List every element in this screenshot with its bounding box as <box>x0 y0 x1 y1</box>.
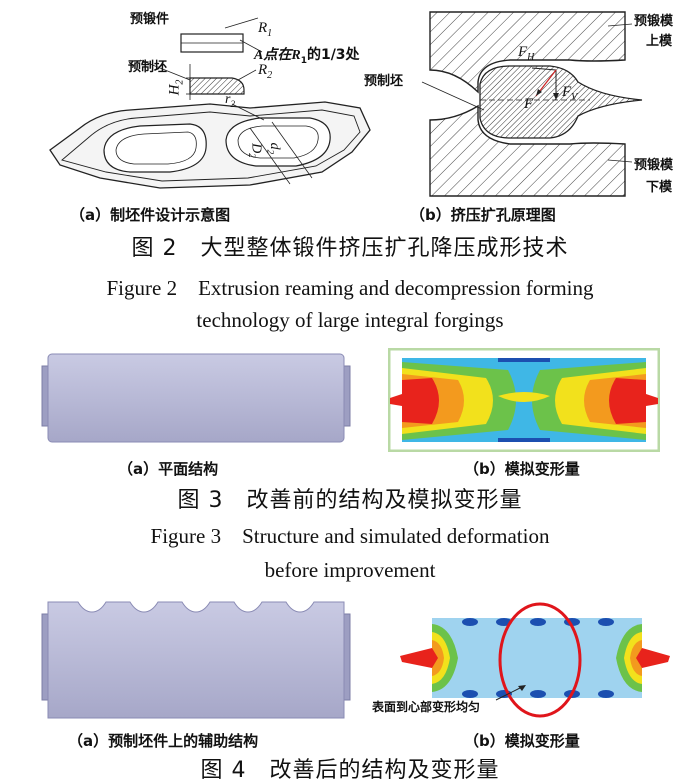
fig4-caption-cn: 图 4 改善后的结构及变形量 <box>200 758 500 783</box>
label-fh: FH <box>518 44 535 63</box>
label-r2: R2 <box>258 62 273 81</box>
sim4-l-red-region <box>400 648 438 668</box>
label-big-d2: D2 <box>246 143 264 158</box>
fig3-caption-cn: 图 3 改善前的结构及模拟变形量 <box>177 488 523 513</box>
label-die-upper-2: 上模 <box>646 34 673 49</box>
sim3-ext-left-region <box>390 394 402 406</box>
blank-with-notches <box>47 601 345 719</box>
fig3-subcaption-a: （a）平面结构 <box>118 460 219 478</box>
upper-die <box>429 11 626 94</box>
label-f: F <box>524 96 534 112</box>
sim4-bg-region <box>432 618 642 698</box>
sim3-edge-top-region <box>498 358 550 362</box>
fig3b-simulation <box>388 348 660 452</box>
lower-die <box>429 104 626 197</box>
fig3-subcaption-b: （b）模拟变形量 <box>464 460 580 478</box>
fig2-subcaption-b: （b）挤压扩孔原理图 <box>410 206 556 224</box>
label-r1: R1 <box>258 20 273 39</box>
label-die-lower-1: 预锻模 <box>634 158 674 173</box>
fig2-caption-en-line1: Figure 2 Extrusion reaming and decompres… <box>106 276 594 300</box>
fig4-annotation: 表面到心部变形均匀 <box>372 700 481 714</box>
fig4-subcaption-a: （a）预制坯件上的辅助结构 <box>68 732 259 750</box>
fig3-caption-en-line2: before improvement <box>264 558 436 582</box>
fig4a-auxiliary-structure <box>41 601 351 719</box>
label-preform-b: 预制坯 <box>364 74 404 89</box>
fig2a-forging-drawing <box>49 17 371 189</box>
label-preforging: 预锻件 <box>130 12 170 27</box>
label-small-r2: r2 <box>225 92 235 109</box>
label-preform: 预制坯 <box>128 60 168 75</box>
fig3-caption-en-line1: Figure 3 Structure and simulated deforma… <box>150 524 550 548</box>
fig4-subcaption-b: （b）模拟变形量 <box>464 732 580 750</box>
right-pocket <box>225 117 331 167</box>
sim3-edge-bot-region <box>498 438 550 442</box>
fig4b-simulation <box>400 602 670 718</box>
label-die-upper-1: 预锻模 <box>634 14 674 29</box>
preform-b <box>479 65 643 139</box>
fig2-caption-en-line2: technology of large integral forgings <box>196 308 504 332</box>
label-fv: FV <box>562 84 578 103</box>
left-pocket <box>103 123 207 173</box>
sim3-red-region <box>402 378 646 424</box>
fig2-subcaption-a: （a）制坯件设计示意图 <box>70 206 231 224</box>
label-die-lower-2: 下模 <box>646 180 673 195</box>
preform-piece <box>189 77 245 95</box>
sim4-ellipse-region <box>498 602 582 718</box>
fig3a-blank-structure <box>41 353 351 443</box>
sim3-center-region <box>498 392 550 402</box>
label-h2: H2 <box>166 79 186 96</box>
sim3-yellow-region <box>402 368 646 434</box>
label-d2: d2 <box>265 142 283 155</box>
fig2-caption-cn: 图 2 大型整体锻件挤压扩孔降压成形技术 <box>131 236 569 261</box>
sim4-r-red-region <box>636 648 670 668</box>
label-point-a: A点在R1的1/3处 <box>254 47 360 66</box>
sim3-ext-right-region <box>646 394 658 406</box>
fig2b-extrusion-diagram <box>421 11 643 197</box>
blank-flat <box>47 353 345 443</box>
